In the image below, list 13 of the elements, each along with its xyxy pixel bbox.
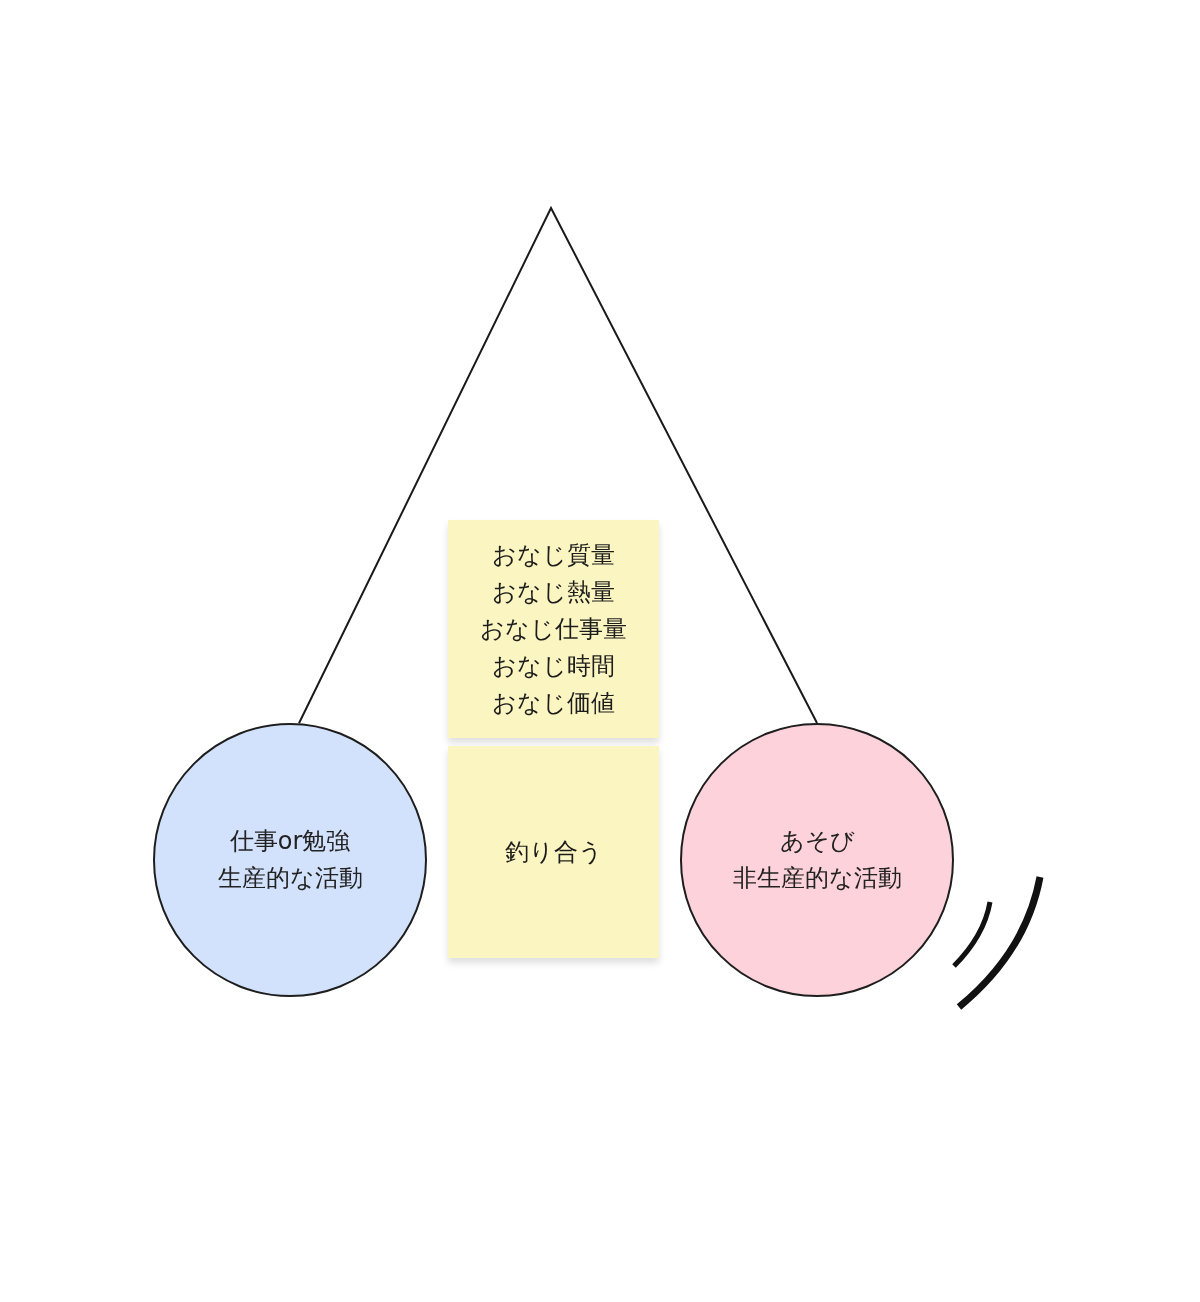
node-label: 仕事or勉強 (229, 826, 351, 857)
note-line: おなじ時間 (492, 650, 615, 682)
note-line: おなじ質量 (492, 539, 615, 571)
sticky-note (448, 746, 659, 958)
node-label: あそび (779, 826, 855, 857)
note-line: おなじ仕事量 (480, 613, 627, 645)
sticky-note (448, 520, 659, 738)
node-label: 生産的な活動 (217, 863, 363, 894)
pendulum-string (298, 205, 818, 725)
note-line: おなじ価値 (492, 687, 615, 719)
note-line: おなじ熱量 (492, 576, 615, 608)
note-line: 釣り合う (504, 836, 603, 868)
node-label: 非生産的な活動 (732, 863, 902, 894)
